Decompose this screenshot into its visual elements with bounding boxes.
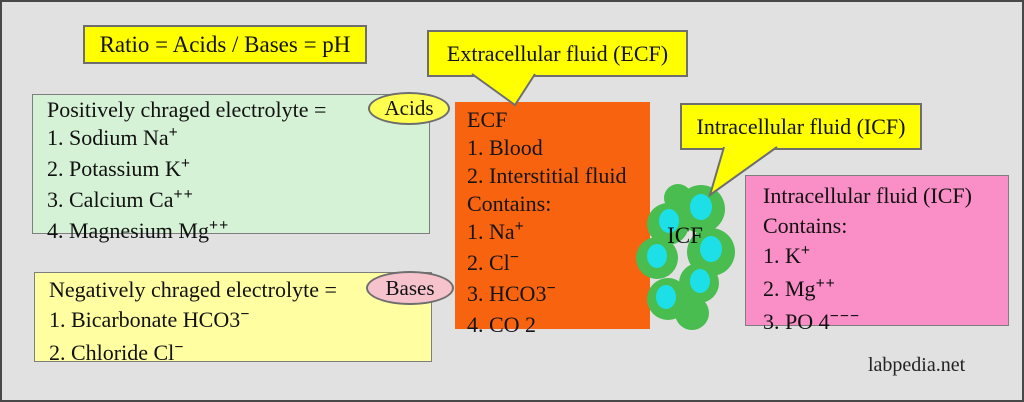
watermark: labpedia.net [868, 354, 966, 376]
bases-badge-text: Bases [385, 275, 435, 300]
bases-badge: Bases [366, 271, 454, 305]
ecf-callout-text: Extracellular fluid (ECF) [446, 40, 669, 66]
text-line: 4. CO 2 [467, 312, 537, 337]
positive-electrolytes-title: Positively chraged electrolyte = [47, 97, 327, 122]
text-line: 3. HCO3− [467, 280, 557, 306]
text-line: 4. Magnesium Mg++ [47, 217, 230, 243]
text-line: 2. Cl− [467, 249, 520, 275]
text-line: 1. Sodium Na+ [47, 124, 179, 150]
text-line: 1. Blood [467, 135, 543, 160]
text-line: 3. PO 4−−− [763, 308, 860, 334]
acids-badge: Acids [368, 92, 450, 125]
negative-electrolytes-box: Negatively chraged electrolyte = 1. Bica… [34, 272, 432, 365]
icf-callout-text: Intracellular fluid (ICF) [696, 113, 906, 139]
text-line: 2. Mg++ [763, 275, 836, 301]
negative-electrolytes-title: Negatively chraged electrolyte = [49, 277, 337, 302]
icf-callout: Intracellular fluid (ICF) [680, 103, 922, 150]
acids-badge-text: Acids [384, 96, 434, 120]
ratio-equation-box: Ratio = Acids / Bases = pH [83, 25, 367, 64]
ecf-callout-tail [471, 73, 536, 107]
text-line: ECF [467, 107, 508, 132]
text-line: 2. Potassium K+ [47, 155, 191, 181]
icf-content-box: Intracellular fluid (ICF) Contains: 1. K+ 2… [745, 175, 1009, 334]
negative-electrolytes-list: 1. Bicarbonate HCO3− 2. Chloride Cl− [49, 305, 431, 371]
positive-electrolytes-list: 1. Sodium Na+ 2. Potassium K+ 3. Calcium C… [47, 124, 429, 248]
icf-cells-label: ICF [667, 223, 703, 248]
text-line: 3. Calcium Ca++ [47, 186, 194, 212]
text-line: Intracellular fluid (ICF) [763, 183, 972, 208]
text-line: 1. K+ [763, 242, 812, 268]
text-line: Contains: [467, 191, 552, 216]
ratio-equation-text: Ratio = Acids / Bases = pH [99, 31, 351, 57]
text-line: 2. Interstitial fluid [467, 163, 627, 188]
text-line: Contains: [763, 213, 848, 238]
ecf-callout: Extracellular fluid (ECF) [427, 30, 688, 77]
text-line: 1. Na+ [467, 218, 525, 244]
cell-cluster-icon [636, 184, 735, 330]
text-line: 1. Bicarbonate HCO3− [49, 306, 251, 332]
positive-electrolytes-box: Positively chraged electrolyte = 1. Sodi… [32, 94, 430, 243]
text-line: 2. Chloride Cl− [49, 339, 185, 365]
